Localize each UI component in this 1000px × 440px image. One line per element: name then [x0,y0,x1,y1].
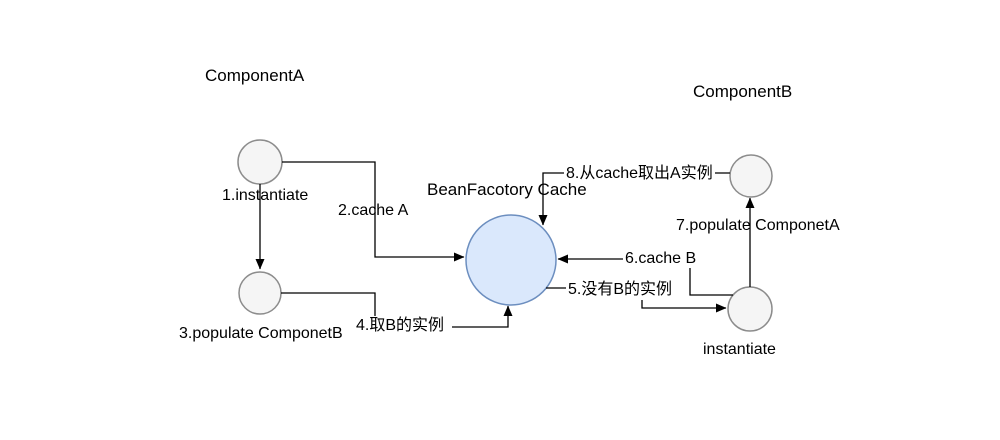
step2-cache-a-label: 2.cache A [338,202,409,219]
component-b-node [729,154,773,198]
edge-step4-get-b-arrow [452,305,513,328]
edge-step2-cache-a-arrow [282,161,465,262]
component-b-instantiate-label: instantiate [703,341,776,358]
component-b-instance-node [727,286,773,332]
component-a-populated-node [238,271,282,315]
component-a-instance-node [237,139,283,185]
step4-get-b-instance-label: 4.取B的实例 [356,317,445,334]
edge-step5-no-b-arrow [641,300,727,313]
component-a-title: ComponentA [205,66,305,85]
step6-cache-b-label: 6.cache B [623,249,699,269]
step1-instantiate-label: 1.instantiate [222,187,309,204]
step3-populate-componetb-label: 3.populate ComponetB [179,325,343,342]
component-b-title: ComponentB [693,82,793,101]
bean-factory-cache-node [465,214,557,306]
bean-factory-cache-label: BeanFacotory Cache [427,180,587,199]
edge-step4-get-b-lead-line [281,292,376,316]
step7-populate-componeta-label: 7.populate ComponetA [676,217,840,234]
step5-no-b-instance-label: 5.没有B的实例 [566,280,675,300]
step8-from-cache-label: 8.从cache取出A实例 [564,164,715,184]
